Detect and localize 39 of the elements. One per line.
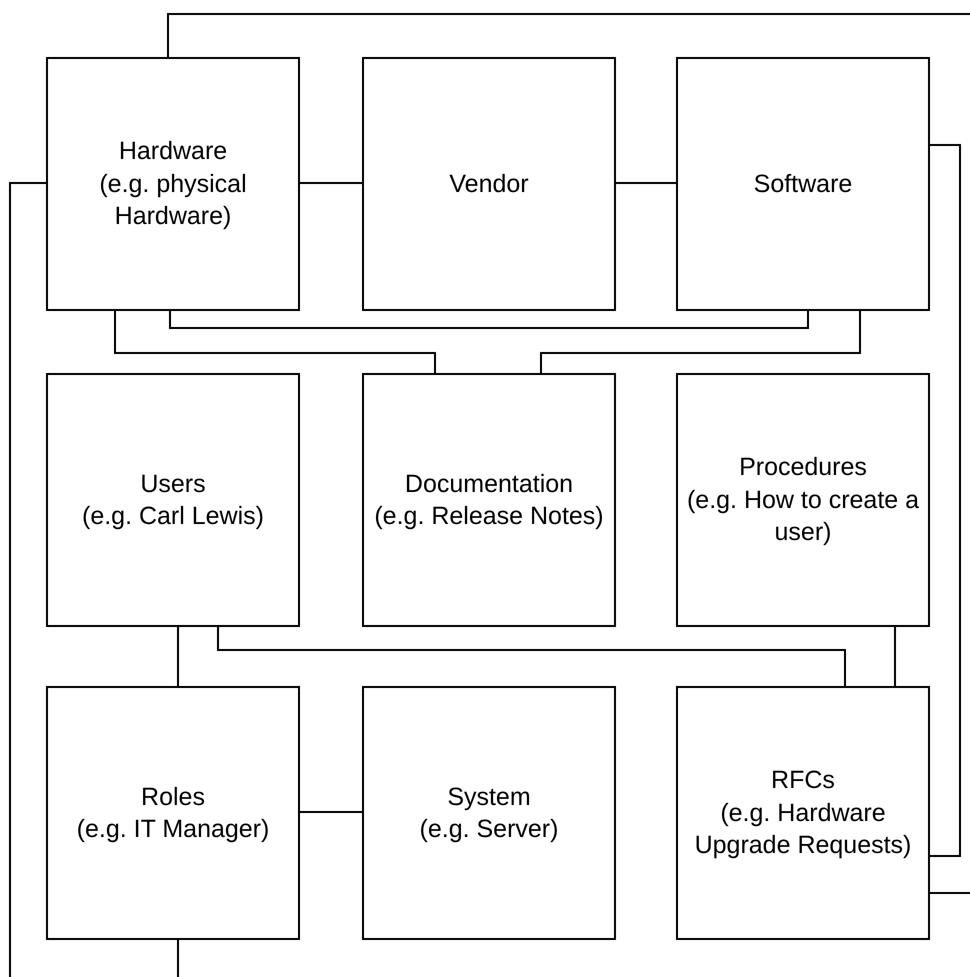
entity-example: (e.g. Carl Lewis): [82, 501, 264, 532]
connector-line: [114, 311, 436, 373]
connector-line: [9, 182, 46, 977]
entity-title: Roles: [141, 782, 205, 812]
entity-box: [362, 373, 616, 627]
entity-box: [362, 57, 616, 311]
connector-line: [177, 627, 179, 686]
entity-box: [46, 373, 300, 627]
entity-title: System: [447, 782, 531, 812]
entity-box: [676, 686, 930, 940]
entity-box: [362, 686, 616, 940]
entity-title: Software: [754, 168, 852, 200]
entity-title: Vendor: [449, 168, 529, 200]
connector-line: [894, 627, 896, 686]
entity-box: [676, 373, 930, 627]
connector-line: [616, 182, 676, 184]
connector-line: [300, 182, 362, 184]
connector-line: [167, 13, 970, 57]
entity-example: (e.g. Server): [420, 814, 558, 845]
entity-box: [46, 686, 300, 940]
connector-line: [217, 627, 846, 686]
entity-title: Procedures: [739, 452, 867, 484]
entity-example: (e.g. Release Notes): [374, 501, 604, 532]
entity-example: (e.g. How to create a user): [686, 484, 920, 548]
connector-line: [300, 811, 362, 813]
connector-line: [540, 311, 861, 373]
entity-example: (e.g. physical Hardware): [98, 168, 248, 232]
entity-title: Documentation: [404, 468, 574, 500]
entity-box: [46, 57, 300, 311]
entity-title: RFCs: [771, 765, 835, 796]
entity-example: (e.g. IT Manager): [76, 814, 270, 845]
connector-line: [169, 311, 809, 329]
entity-title: Users: [140, 468, 206, 500]
entity-box: [676, 57, 930, 311]
connector-line: [930, 144, 961, 857]
connector-line: [177, 940, 179, 977]
entity-example: (e.g. Hardware Upgrade Requests): [694, 798, 912, 862]
connector-line: [930, 892, 970, 894]
entity-title: Hardware: [118, 136, 228, 168]
